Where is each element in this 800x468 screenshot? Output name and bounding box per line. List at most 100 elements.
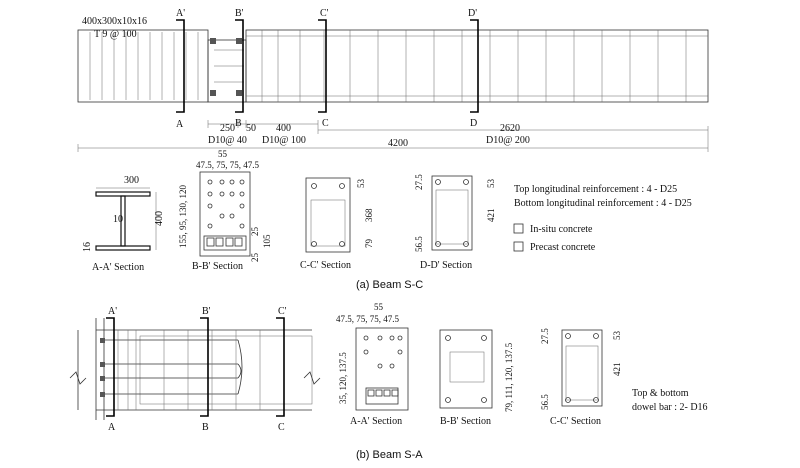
sa-cut-a-top-label: A' <box>108 306 117 317</box>
sa-sec-b-outline <box>439 329 493 409</box>
steel-member-outline <box>77 29 209 103</box>
sa-sec-a-top-dims: 47.5, 75, 75, 47.5 <box>336 314 400 324</box>
dim-50: 50 <box>246 123 256 134</box>
sec-a-flange-thickness: 16 <box>82 242 93 252</box>
i-beam-top-flange <box>95 191 151 197</box>
sa-break-line <box>303 371 321 385</box>
cut-a-top-label: A' <box>176 8 185 19</box>
sec-d-outline <box>431 175 473 251</box>
sec-c-title: C-C' Section <box>300 260 351 271</box>
sa-stirrups <box>117 330 285 410</box>
beam-sa-elevation: A' A B' B C' C <box>69 306 321 433</box>
spacing-d10-40: D10@ 40 <box>208 135 247 146</box>
cut-a-bottom-label: A <box>176 119 184 130</box>
cut-c-top-label: C' <box>320 8 329 19</box>
sa-sec-a-title: A-A' Section <box>350 416 402 427</box>
sec-b-bottom-bars <box>203 235 247 251</box>
cut-b-top-label: B' <box>235 8 244 19</box>
sc-section-b: 55 47.5, 75, 75, 47.5 155, 95, 130, 120 … <box>178 149 272 272</box>
sa-cut-b-bottom-label: B <box>202 422 209 433</box>
sec-d-dim-565: 56.5 <box>414 236 424 252</box>
sec-d-dim-53: 53 <box>486 179 496 189</box>
dim-2620: 2620 <box>500 123 520 134</box>
cut-line-b: B' B <box>235 8 244 129</box>
cut-b-bottom-label: B <box>235 118 242 129</box>
precast-concrete-body <box>245 29 709 103</box>
sa-cut-c-top-label: C' <box>278 306 287 317</box>
sec-b-outline <box>199 171 251 257</box>
sec-a-web-thickness: 10 <box>113 214 123 225</box>
caption-beam-sa: (b) Beam S-A <box>356 449 423 461</box>
sa-cut-line-c: C' C <box>276 306 287 433</box>
sec-d-title: D-D' Section <box>420 260 472 271</box>
sa-cut-line-a: A' A <box>106 306 117 433</box>
sa-sec-a-outline <box>355 327 409 411</box>
elevation-dimensions: 250 50 400 2620 4200 D10@ 40 D10@ 100 D1… <box>77 120 709 152</box>
sa-sec-c-dim-275: 27.5 <box>540 328 550 344</box>
sec-d-dim-275: 27.5 <box>414 174 424 190</box>
sec-b-top-dims: 47.5, 75, 75, 47.5 <box>196 160 260 170</box>
sa-precast-body <box>139 335 313 405</box>
legend-insitu-swatch <box>513 223 524 234</box>
sa-cut-a-bottom-label: A <box>108 422 116 433</box>
sa-sec-b-precast-zone <box>449 351 485 383</box>
sa-sec-c-title: C-C' Section <box>550 416 601 427</box>
spacing-d10-200: D10@ 200 <box>486 135 530 146</box>
sec-c-dim-368: 368 <box>364 208 374 222</box>
cut-c-bottom-label: C <box>322 118 329 129</box>
sec-a-height: 400 <box>154 211 165 226</box>
cut-line-d: D' D <box>468 8 479 129</box>
sa-sec-c-outline <box>561 329 603 407</box>
sa-sec-c-dim-565: 56.5 <box>540 394 550 410</box>
sa-section-c: 27.5 53 421 56.5 C-C' Section <box>540 328 622 427</box>
sec-a-width: 300 <box>124 175 139 186</box>
sc-notes: Top longitudinal reinforcement : 4 - D25… <box>513 184 692 253</box>
note-bottom-reinforcement: Bottom longitudinal reinforcement : 4 - … <box>514 198 692 209</box>
caption-beam-sc: (a) Beam S-C <box>356 279 423 291</box>
sa-sec-b-right-dims: 79, 111, 120, 137.5 <box>504 342 514 412</box>
cut-line-a: A' A <box>176 8 185 130</box>
sa-sec-c-dim-53: 53 <box>612 331 622 341</box>
dim-400: 400 <box>276 123 291 134</box>
sec-b-r105: 105 <box>262 234 272 248</box>
sc-section-c: 53 368 79 C-C' Section <box>300 177 374 271</box>
sa-sec-a-left-dims: 35, 120, 137.5 <box>338 352 348 404</box>
sec-c-dim-79: 79 <box>364 239 374 249</box>
precast-stirrups <box>261 30 687 102</box>
sec-c-precast-zone <box>310 199 346 247</box>
sc-section-d: 27.5 53 421 56.5 D-D' Section <box>414 174 496 271</box>
sa-section-b: 79, 111, 120, 137.5 B-B' Section <box>439 329 514 427</box>
sa-column <box>69 318 105 420</box>
sa-sec-c-dim-421: 421 <box>612 363 622 377</box>
sec-c-dim-53: 53 <box>356 179 366 189</box>
sa-sec-b-title: B-B' Section <box>440 416 491 427</box>
note-top-reinforcement: Top longitudinal reinforcement : 4 - D25 <box>514 184 677 195</box>
sec-d-precast-zone <box>435 189 469 245</box>
sec-b-top-mid: 55 <box>218 149 228 159</box>
sa-section-a: 55 47.5, 75, 75, 47.5 35, 120, 137.5 A-A… <box>336 302 409 427</box>
cut-line-c: C' C <box>318 8 329 129</box>
steel-stirrups <box>89 32 199 100</box>
i-beam-bottom-flange <box>95 245 151 251</box>
sa-cut-line-b: B' B <box>200 306 211 433</box>
sec-b-bolts <box>207 179 245 229</box>
cut-d-bottom-label: D <box>470 118 477 129</box>
sa-cut-b-top-label: B' <box>202 306 211 317</box>
connection-bolts <box>210 38 244 96</box>
sec-b-r25b: 25 <box>250 253 260 263</box>
sc-section-a: 300 10 400 16 A-A' Section <box>82 175 165 273</box>
spacing-d10-100: D10@ 100 <box>262 135 306 146</box>
legend-precast-swatch <box>513 241 524 252</box>
dim-4200: 4200 <box>388 138 408 149</box>
sec-a-title: A-A' Section <box>92 262 144 273</box>
cut-d-top-label: D' <box>468 8 477 19</box>
sa-sec-c-precast-zone <box>565 345 599 401</box>
beam-sc-elevation: 400x300x10x16 T 9 @ 100 A' A B' B C' C D… <box>77 8 709 152</box>
tie-spacing-label: T 9 @ 100 <box>94 29 137 40</box>
sec-b-left-dims: 155, 95, 130, 120 <box>178 185 188 249</box>
sec-d-dim-421: 421 <box>486 209 496 223</box>
member-size-label: 400x300x10x16 <box>82 16 147 27</box>
sec-b-title: B-B' Section <box>192 261 243 272</box>
sa-note-line1: Top & bottom <box>632 388 689 399</box>
legend-insitu-label: In-situ concrete <box>530 224 593 235</box>
